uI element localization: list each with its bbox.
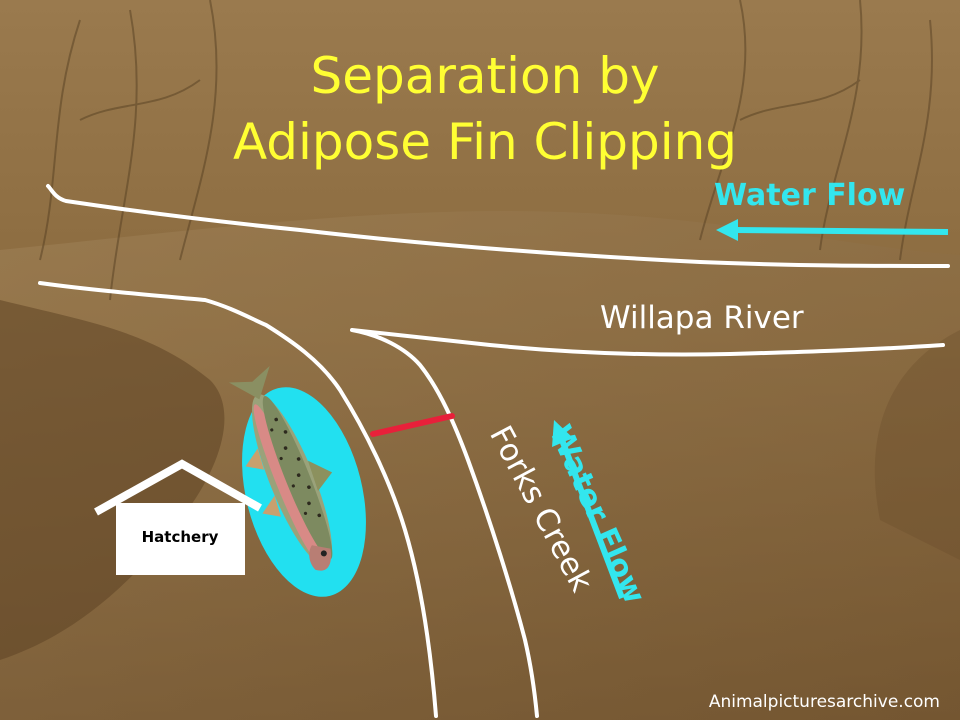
background-water — [0, 210, 960, 720]
rainbow-trout-icon — [228, 366, 333, 571]
hatchery-label: Hatchery — [141, 528, 219, 546]
house-icon — [94, 459, 262, 575]
image-credit: Animalpicturesarchive.com — [708, 692, 940, 712]
willapa-river-north-bank — [46, 184, 950, 268]
slide-title-line-1: Separation by — [310, 47, 660, 105]
water-flow-arrow-creek — [552, 420, 625, 600]
forks-creek-east-bank — [350, 328, 945, 718]
adipose-clipped-fish — [228, 366, 366, 597]
willapa-river-south-bank — [38, 281, 438, 718]
slide-title-line-2: Adipose Fin Clipping — [232, 113, 738, 171]
water-flow-arrow-top — [716, 219, 949, 241]
willapa-river-label: Willapa River — [600, 300, 804, 336]
weir-barrier — [370, 413, 455, 437]
background-bank-left — [0, 300, 225, 660]
background-bank-right — [874, 330, 960, 560]
water-flow-label-top: Water Flow — [714, 178, 906, 213]
